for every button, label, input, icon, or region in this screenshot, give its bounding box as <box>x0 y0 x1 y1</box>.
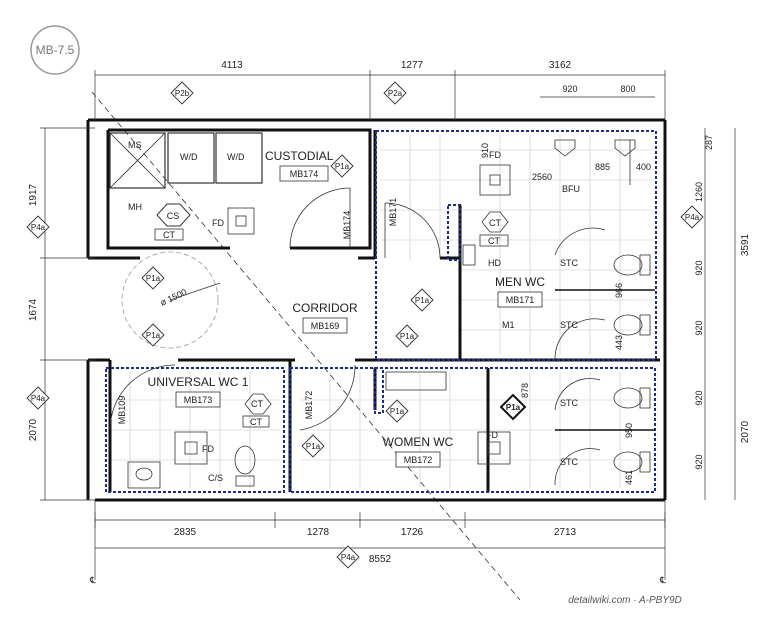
fixture-hd: HD <box>488 258 501 268</box>
fixture-stc-3: STC <box>560 398 579 408</box>
tag-p1a-women-3: P1a <box>306 442 321 451</box>
dim-stall-443: 443 <box>614 335 624 350</box>
dim-men-910: 910 <box>480 143 490 158</box>
dim-top-3: 3162 <box>549 60 572 71</box>
dim-right-inner-3: 920 <box>694 320 704 335</box>
stall-partitions <box>462 244 655 431</box>
fixture-bfu: BFU <box>562 184 580 194</box>
tag-p2a: P2a <box>388 89 403 98</box>
dim-total: 8552 <box>369 554 392 565</box>
tag-p1a-women-1: P1a <box>390 407 405 416</box>
dim-right-inner-4: 920 <box>694 390 704 405</box>
tag-p4a-bottom: P4a <box>341 553 356 562</box>
dim-stall-878: 878 <box>520 383 530 398</box>
dim-stall-950: 950 <box>624 423 634 438</box>
tag-p1a-corridor-4: P1a <box>400 332 415 341</box>
centerline-left-mark: ℄ <box>89 575 96 585</box>
centerline-right-mark: ℄ <box>659 575 666 585</box>
room-code-custodial: MB174 <box>290 169 319 179</box>
fixture-m1: M1 <box>502 320 515 330</box>
fixture-ct-men-hex: CT <box>489 218 501 228</box>
tag-p1a-corridor-3: P1a <box>415 296 430 305</box>
fixture-mh: MH <box>128 202 142 212</box>
dim-right-inner-5: 920 <box>694 454 704 469</box>
fixture-fd-universal: FD <box>202 444 214 454</box>
dim-stall-461: 461 <box>624 470 634 485</box>
room-code-universal-wc: MB173 <box>184 395 213 405</box>
wc-fixtures <box>127 371 651 489</box>
turning-circle-label: ø 1500 <box>159 287 189 308</box>
section-line <box>91 91 521 601</box>
dim-men-2560: 2560 <box>532 172 552 182</box>
fixture-stc-1: STC <box>560 258 579 268</box>
dim-right-2: 2070 <box>740 420 751 443</box>
dim-bottom-4: 2713 <box>554 527 577 538</box>
tag-p1a-custodial: P1a <box>335 162 350 171</box>
dim-left-3: 2070 <box>28 418 39 441</box>
dim-men-287: 287 <box>704 135 714 150</box>
dim-top-1: 4113 <box>221 60 243 71</box>
fixture-wd-1: W/D <box>180 152 198 162</box>
fixture-cs: CS <box>167 211 180 221</box>
fixture-stc-2: STC <box>560 320 579 330</box>
room-name-women-wc: WOMEN WC <box>383 435 454 449</box>
tag-p2b: P2b <box>175 89 190 98</box>
watermark: detailwiki.com · A-PBY9D <box>568 595 682 606</box>
dim-sub-1: 920 <box>562 84 577 94</box>
fixture-ct-men: CT <box>488 236 500 246</box>
dim-stall-966: 966 <box>614 283 624 298</box>
room-code-women-wc: MB172 <box>404 455 433 465</box>
fixture-ct-custodial: CT <box>163 230 175 240</box>
room-code-men-wc: MB171 <box>506 295 535 305</box>
door-swings <box>109 187 606 486</box>
fixture-ms: MS <box>128 140 142 150</box>
fixture-ct-universal-hex: CT <box>251 399 263 409</box>
tag-p1a-women-2: P1a <box>506 403 521 412</box>
door-label-mb171: MB171 <box>388 198 398 227</box>
custodial-fixtures <box>109 132 263 241</box>
dim-right-inner-1: 1260 <box>694 182 704 202</box>
room-code-corridor: MB169 <box>311 321 340 331</box>
tag-p4a-right: P4a <box>685 213 700 222</box>
dim-men-885: 885 <box>595 162 610 172</box>
dimension-lines: ℄ ℄ <box>40 70 736 585</box>
fixture-fd-custodial: FD <box>212 218 224 228</box>
tag-p1a-corridor-1: P1a <box>146 274 161 283</box>
dim-top-2: 1277 <box>401 60 424 71</box>
fixture-cs-universal: C/S <box>208 473 223 483</box>
room-name-custodial: CUSTODIAL <box>265 149 334 163</box>
dim-right-inner-2: 920 <box>694 260 704 275</box>
diamond-tags: P2b P2a P4a P4a P4a P4a P1a P1a P1a P1a … <box>26 81 704 569</box>
drawing-ref-tag: MB-7.5 <box>30 25 80 75</box>
tag-p4a-left-1: P4a <box>31 223 46 232</box>
dim-left-1: 1917 <box>28 183 39 206</box>
ref-tag-text: MB-7.5 <box>36 43 75 57</box>
fixture-ct-universal: CT <box>250 417 262 427</box>
dim-right-1: 3591 <box>740 233 751 256</box>
door-label-mb172: MB172 <box>304 391 314 420</box>
fixture-fd-men: FD <box>489 150 501 160</box>
tag-p1a-corridor-2: P1a <box>146 331 161 340</box>
room-name-corridor: CORRIDOR <box>292 301 358 315</box>
fixture-fd-women: FD <box>486 430 498 440</box>
dim-men-400: 400 <box>636 162 651 172</box>
dim-bottom-2: 1278 <box>307 527 330 538</box>
dim-bottom-1: 2835 <box>174 527 197 538</box>
door-label-mb174: MB174 <box>342 211 352 240</box>
room-name-universal-wc: UNIVERSAL WC 1 <box>148 375 249 389</box>
dim-bottom-3: 1726 <box>401 527 424 538</box>
fixture-stc-4: STC <box>560 457 579 467</box>
room-name-men-wc: MEN WC <box>495 275 545 289</box>
tag-p4a-left-2: P4a <box>31 394 46 403</box>
dim-left-2: 1674 <box>28 298 39 321</box>
fixture-wd-2: W/D <box>227 152 245 162</box>
dim-sub-2: 800 <box>620 84 635 94</box>
men-wc-fixtures <box>479 139 651 336</box>
door-label-mb109: MB109 <box>117 396 127 425</box>
